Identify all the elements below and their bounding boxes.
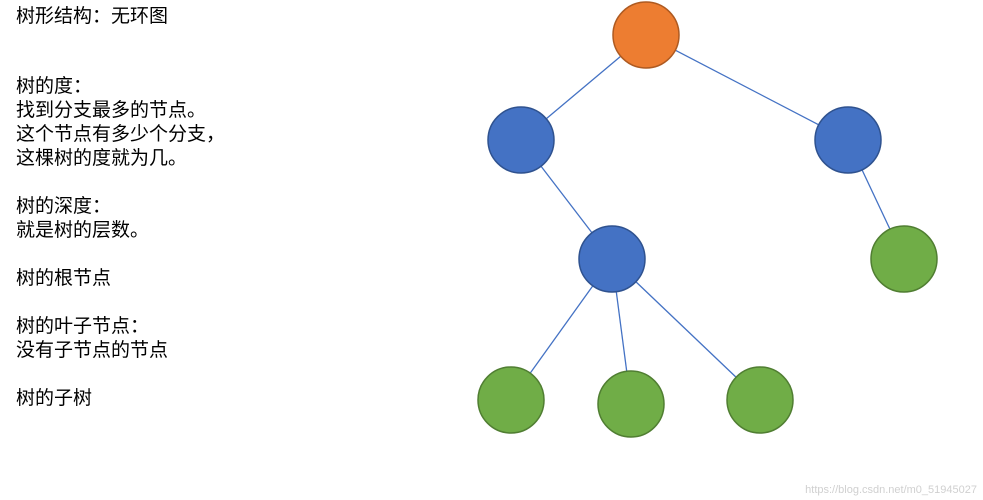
subtree-note: 树的子树 bbox=[16, 387, 93, 409]
root-note: 树的根节点 bbox=[16, 267, 112, 289]
spacer bbox=[16, 362, 346, 386]
leaf-heading: 树的叶子节点： bbox=[16, 315, 150, 337]
leaf-line-1: 没有子节点的节点 bbox=[16, 339, 169, 361]
watermark: https://blog.csdn.net/m0_51945027 bbox=[805, 484, 977, 496]
node-leaf-3 bbox=[726, 366, 794, 434]
spacer bbox=[16, 28, 346, 74]
edge-right-right-leaf bbox=[861, 169, 891, 230]
edge-root-left bbox=[545, 55, 622, 120]
degree-line-2: 这个节点有多少个分支， bbox=[16, 123, 226, 145]
node-left bbox=[487, 106, 555, 174]
degree-line-1: 找到分支最多的节点。 bbox=[16, 99, 207, 121]
edge-mid-leaf-3 bbox=[635, 281, 737, 378]
node-leaf-1 bbox=[477, 366, 545, 434]
edge-mid-leaf-2 bbox=[615, 291, 628, 372]
degree-heading: 树的度： bbox=[16, 75, 93, 97]
depth-heading: 树的深度： bbox=[16, 195, 112, 217]
edge-root-right bbox=[674, 49, 820, 126]
spacer bbox=[16, 290, 346, 314]
node-mid bbox=[578, 225, 646, 293]
node-right bbox=[814, 106, 882, 174]
node-leaf-2 bbox=[597, 370, 665, 438]
spacer bbox=[16, 170, 346, 194]
tree-nodes bbox=[477, 1, 938, 438]
edge-mid-leaf-1 bbox=[529, 285, 594, 374]
node-right-leaf bbox=[870, 225, 938, 293]
depth-line-1: 就是树的层数。 bbox=[16, 219, 150, 241]
edge-left-mid bbox=[540, 165, 593, 234]
node-root bbox=[612, 1, 680, 69]
notes-title: 树形结构：无环图 bbox=[16, 5, 169, 27]
notes-panel: 树形结构：无环图 树的度： 找到分支最多的节点。 这个节点有多少个分支， 这棵树… bbox=[16, 4, 346, 410]
tree-edges bbox=[529, 49, 891, 378]
degree-line-3: 这棵树的度就为几。 bbox=[16, 147, 188, 169]
spacer bbox=[16, 242, 346, 266]
